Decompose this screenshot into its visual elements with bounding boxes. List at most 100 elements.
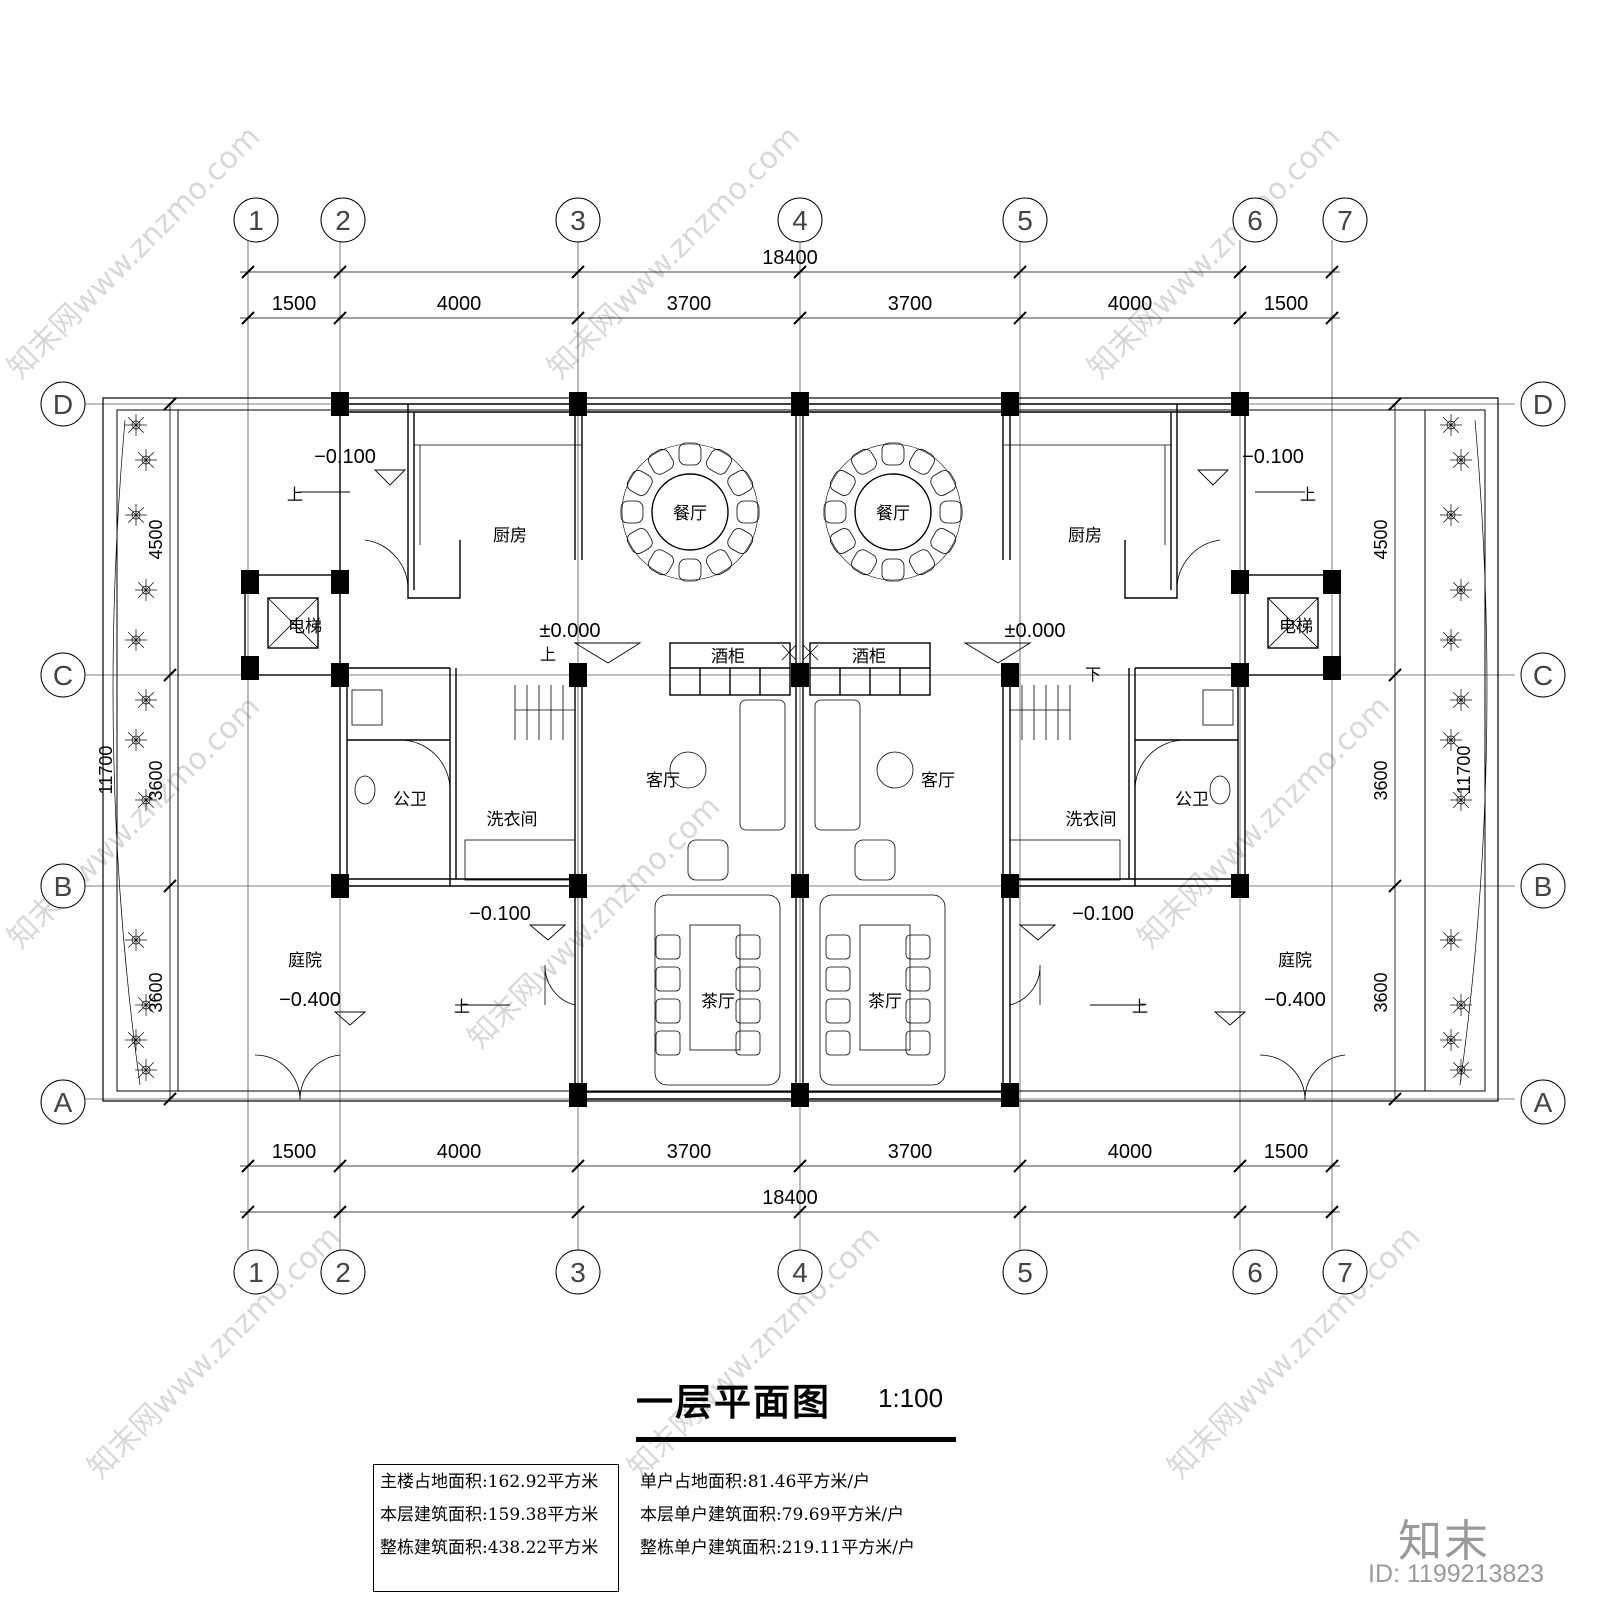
shrub-right-1-ray-5 (1452, 451, 1462, 461)
area-footprint-total: 主楼占地面积:162.92平方米 (380, 1472, 599, 1492)
shrub-left-8-ray-3 (127, 939, 137, 949)
dining-chair-0-6 (620, 500, 644, 524)
stair-up-3: 上 (540, 646, 556, 664)
dim-top-ttick-1 (333, 265, 347, 279)
tea-chair-2-2 (825, 998, 851, 1024)
shrub-right-3-ray-5 (1452, 581, 1462, 591)
axis-bubble-top-6-label: 6 (1247, 205, 1263, 236)
dim-bottom-total-label: 18400 (762, 1187, 818, 1209)
axis-bubble-top-6-circle (1232, 197, 1278, 243)
shrub-right-3-ray-1 (1460, 589, 1470, 599)
shrub-left-10 (131, 1035, 141, 1045)
dim-bottom-seg-label-5: 1500 (1264, 1141, 1309, 1163)
shrub-left-6-ray-1 (135, 739, 145, 749)
column-12 (569, 663, 587, 687)
dining-chair-1-2 (909, 549, 935, 576)
walls (244, 403, 1346, 1101)
level-yard-left: −0.400 (279, 989, 341, 1011)
dim-top-seg-label-4: 4000 (1108, 293, 1153, 315)
shrub-left-2-ray-5 (127, 506, 137, 516)
tea-chair-3-0 (905, 934, 931, 960)
dim-bottom-tick-0 (241, 1159, 255, 1173)
ottoman-1 (854, 839, 896, 881)
shrub-left-3 (141, 585, 151, 595)
shrub-right-8 (1446, 935, 1456, 945)
shrub-left-3-ray-5 (137, 581, 147, 591)
shrub-right-2-ray-5 (1442, 506, 1452, 516)
shrub-left-0-ray-1 (135, 424, 145, 434)
tea-chair-0-0 (655, 934, 681, 960)
dim-left-seg-label-2: 4500 (146, 519, 166, 559)
dining-chair-0-0 (736, 500, 760, 524)
shrub-right-6 (1446, 735, 1456, 745)
tea-chair-1-2 (735, 998, 761, 1024)
column-7 (241, 656, 259, 680)
dim-top-ttick-2 (571, 265, 585, 279)
axis-bubble-top-7-circle (1322, 197, 1368, 243)
shrub-right-1-ray-3 (1452, 459, 1462, 469)
garden-edge-left (112, 419, 141, 1086)
shrub-right-11-ray-1 (1460, 1069, 1470, 1079)
dim-top-seg-label-2: 3700 (667, 293, 712, 315)
room-courtyard-left: 庭院 (288, 951, 322, 971)
shrub-left-0-ray-3 (127, 424, 137, 434)
axis-bubble-right-D-label: D (1533, 389, 1553, 420)
dim-bottom-tick-6 (1325, 1159, 1339, 1173)
dining-chair-0-10 (706, 448, 732, 475)
dim-top-tick-6 (1325, 311, 1339, 325)
stair-up-2: 上 (1300, 486, 1316, 504)
shrub-right-4-ray-7 (1450, 631, 1460, 641)
column-10 (1323, 656, 1341, 680)
landscape-shrubs (112, 414, 1488, 1086)
shrub-right-10 (1446, 1035, 1456, 1045)
dining-chair-0-4 (648, 549, 674, 576)
dim-right-seg-label-1: 3600 (1371, 760, 1391, 800)
shrub-right-2-ray-7 (1450, 506, 1460, 516)
dim-bottom-seg-label-1: 4000 (437, 1141, 482, 1163)
room-kitchen-right: 厨房 (1068, 526, 1102, 546)
shrub-right-6-ray-1 (1450, 739, 1460, 749)
shrub-left-7 (141, 795, 151, 805)
dim-bottom-tick-5 (1233, 1159, 1247, 1173)
shrub-left-5 (141, 695, 151, 705)
shrub-left-10-ray-7 (135, 1031, 145, 1041)
shrub-right-2 (1446, 510, 1456, 520)
dining-chair-1-6 (823, 500, 847, 524)
shrub-right-5-ray-7 (1460, 691, 1470, 701)
stair-up-5: 上 (1132, 998, 1148, 1016)
room-dining-right: 餐厅 (876, 504, 910, 524)
level-entry-right: −0.100 (1242, 446, 1304, 468)
axis-bubble-top-1-circle (233, 197, 279, 243)
room-dining-left: 餐厅 (673, 504, 707, 524)
axis-bubble-left-B-circle (40, 863, 86, 909)
shrub-left-2 (131, 510, 141, 520)
image-id: ID: 1199213823 (1368, 1560, 1545, 1588)
shrub-left-9-ray-5 (137, 996, 147, 1006)
axis-bubble-left-A-label: A (54, 1087, 73, 1118)
dim-top-total-label: 18400 (762, 247, 818, 269)
column-0 (331, 392, 349, 416)
dim-left-tick-0 (163, 1092, 177, 1106)
shrub-left-4-ray-3 (127, 639, 137, 649)
shrub-right-10-ray-5 (1442, 1031, 1452, 1041)
column-18 (791, 874, 809, 898)
stair-down-1: 下 (1085, 667, 1101, 684)
drawing-title: 一层平面图 (636, 1381, 831, 1424)
dim-bottom-ttick-3 (793, 1205, 807, 1219)
dim-top-seg-label-3: 3700 (888, 293, 933, 315)
shrub-right-11-ray-3 (1452, 1069, 1462, 1079)
room-living-left: 客厅 (646, 771, 680, 791)
shrub-left-9-ray-1 (145, 1004, 155, 1014)
title-underline (636, 1437, 956, 1442)
shrub-left-1-ray-5 (137, 451, 147, 461)
room-tea-left: 茶厅 (701, 992, 735, 1012)
axis-bubble-right-D-circle (1520, 381, 1566, 427)
axis-bubble-top-1-label: 1 (248, 205, 264, 236)
watermark-text-6: 知末网www.znzmo.com (81, 1219, 347, 1485)
shrub-right-9 (1456, 1000, 1466, 1010)
shrub-left-6-ray-7 (135, 731, 145, 741)
axis-bubble-top-3-label: 3 (570, 205, 586, 236)
shrub-right-4-ray-1 (1450, 639, 1460, 649)
